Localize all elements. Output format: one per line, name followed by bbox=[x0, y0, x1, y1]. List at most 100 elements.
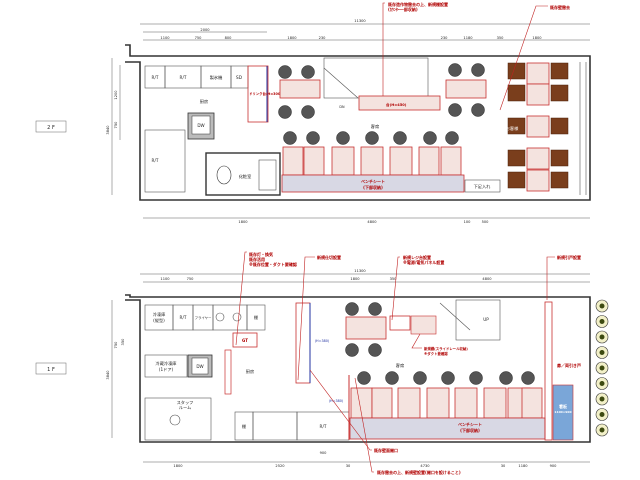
dim: 500 bbox=[482, 220, 490, 224]
plan-1f: 11300 1100 750 1800 350 4800 750 350 384… bbox=[106, 251, 609, 475]
stool-icon bbox=[301, 105, 315, 119]
stool-icon bbox=[278, 65, 292, 79]
label-ice-machine: 製氷機 bbox=[210, 74, 223, 81]
table bbox=[440, 146, 462, 176]
plant-icon bbox=[599, 303, 605, 309]
table bbox=[526, 115, 550, 138]
stool-icon bbox=[413, 371, 427, 385]
label-door: 扉／両引き戸 bbox=[556, 362, 581, 368]
dim: 4800 bbox=[367, 220, 377, 224]
note: 新規引戸設置 bbox=[557, 254, 581, 260]
label-kitchen: 厨房 bbox=[200, 98, 208, 105]
plant-icon bbox=[599, 427, 605, 433]
sliding-door bbox=[544, 301, 553, 441]
dim: 1180 bbox=[463, 36, 473, 40]
stool-icon bbox=[345, 343, 359, 357]
stool-icon bbox=[357, 371, 371, 385]
stool-icon bbox=[278, 105, 292, 119]
partition bbox=[224, 349, 232, 395]
label-sd: SD bbox=[236, 75, 242, 80]
dim: 30 bbox=[501, 464, 506, 468]
table bbox=[282, 146, 304, 176]
dim: 1200 bbox=[114, 90, 118, 100]
label-rt: R/T bbox=[152, 75, 159, 80]
floor-1f-label: 1 F bbox=[47, 367, 55, 373]
dim: 1100 bbox=[160, 36, 170, 40]
table bbox=[397, 387, 421, 419]
dim: 1800 bbox=[238, 220, 248, 224]
dim: 1800 bbox=[350, 277, 360, 281]
label-rt: R/T bbox=[152, 158, 159, 163]
toilet-icon bbox=[216, 165, 232, 185]
dim: 900 bbox=[550, 464, 558, 468]
table bbox=[521, 387, 543, 419]
label-height: (H=380) bbox=[315, 339, 330, 343]
dim: 350 bbox=[121, 338, 125, 346]
signboard bbox=[552, 384, 574, 441]
chair-icon bbox=[550, 149, 569, 167]
stool-icon bbox=[301, 65, 315, 79]
dim: 11300 bbox=[354, 269, 366, 273]
dim: 1800 bbox=[532, 36, 542, 40]
plant-icon bbox=[599, 381, 605, 386]
table bbox=[371, 387, 393, 419]
label-restroom: 化粧室 bbox=[239, 173, 252, 180]
stool-icon bbox=[336, 131, 350, 145]
label-fryer: フライヤー bbox=[195, 315, 212, 320]
dim: 1800 bbox=[287, 36, 297, 40]
label-staff-room-sub: ルーム bbox=[179, 405, 191, 410]
note: 既存壁撤去 bbox=[550, 4, 570, 10]
dim: 1800 bbox=[173, 464, 183, 468]
stool-icon bbox=[469, 371, 483, 385]
label-freezer: 冷凍庫 bbox=[153, 311, 166, 318]
bench-seat bbox=[349, 417, 546, 440]
table bbox=[454, 387, 478, 419]
label-fridge: 冷蔵冷凍庫 bbox=[156, 360, 177, 367]
chair-icon bbox=[507, 84, 526, 102]
stool-icon bbox=[345, 302, 359, 316]
new-partition bbox=[295, 302, 311, 384]
dim: 750 bbox=[195, 36, 203, 40]
dim: 900 bbox=[320, 451, 328, 455]
label-bench-sub: (下部収納) bbox=[460, 427, 480, 433]
new-shelf bbox=[410, 315, 437, 335]
chair-icon bbox=[550, 117, 569, 135]
dim: 4800 bbox=[482, 277, 492, 281]
chair-icon bbox=[507, 171, 526, 189]
label-dn: DN bbox=[339, 105, 345, 109]
stool-icon bbox=[521, 371, 535, 385]
table bbox=[279, 79, 321, 99]
label-up: UP bbox=[483, 317, 489, 322]
stool-icon bbox=[448, 103, 462, 117]
drink-counter bbox=[247, 65, 269, 123]
restroom bbox=[205, 152, 281, 196]
dim: 230 bbox=[319, 36, 327, 40]
table bbox=[360, 146, 384, 176]
dim: 1100 bbox=[160, 277, 170, 281]
label-counter: 台(H=450) bbox=[386, 102, 407, 107]
stool-icon bbox=[368, 302, 382, 316]
label-shoe-box: 下足入れ bbox=[474, 184, 492, 190]
stool-icon bbox=[448, 63, 462, 77]
table bbox=[331, 146, 355, 176]
stool-icon bbox=[385, 371, 399, 385]
table bbox=[345, 316, 387, 340]
table bbox=[445, 79, 487, 99]
note: ※ダクト要確認 bbox=[424, 351, 448, 356]
dim: 750 bbox=[114, 121, 118, 129]
label-kitchen: 厨房 bbox=[246, 368, 254, 375]
stool-icon bbox=[368, 343, 382, 357]
bench-seat bbox=[281, 174, 465, 193]
stool-icon bbox=[471, 63, 485, 77]
dim: 30 bbox=[346, 464, 351, 468]
label-seats: 客席 bbox=[396, 362, 404, 369]
stool-icon bbox=[445, 131, 459, 145]
stool-icon bbox=[393, 131, 407, 145]
label-shelf: 棚 bbox=[254, 314, 258, 321]
stool-icon bbox=[499, 371, 513, 385]
note: ※既存位置・ダクト要確認 bbox=[249, 261, 297, 267]
counter bbox=[358, 95, 441, 111]
chair-icon bbox=[507, 117, 526, 135]
chair-icon bbox=[507, 62, 526, 80]
